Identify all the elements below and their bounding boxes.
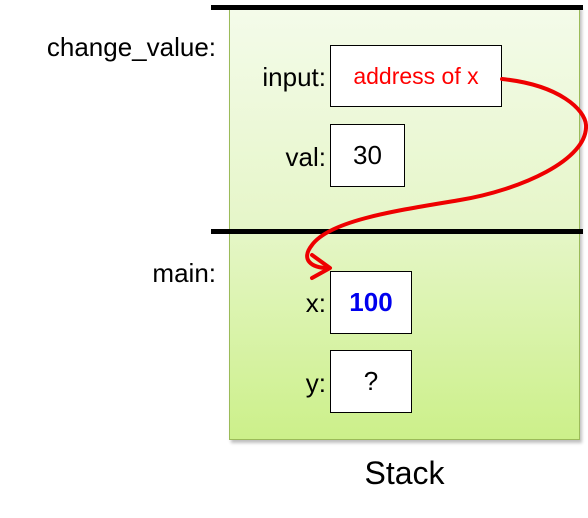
var-box-val: 30: [330, 124, 405, 187]
stack-caption: Stack: [364, 455, 445, 491]
frame-label-main: main:: [152, 258, 216, 288]
var-box-input: address of x: [330, 45, 502, 107]
var-label-val: val:: [285, 142, 326, 172]
frame-divider-middle: [211, 229, 583, 234]
var-box-x: 100: [330, 271, 412, 334]
var-value-input: address of x: [353, 62, 479, 89]
var-label-input: input:: [262, 62, 326, 92]
var-label-y: y:: [305, 368, 326, 398]
var-value-y: ?: [363, 366, 379, 396]
var-label-x: x:: [305, 288, 326, 318]
var-value-val: 30: [353, 140, 382, 170]
frame-divider-top: [211, 5, 583, 10]
var-value-x: 100: [349, 287, 393, 317]
frame-label-change-value: change_value:: [46, 32, 216, 62]
var-box-y: ?: [330, 350, 412, 413]
